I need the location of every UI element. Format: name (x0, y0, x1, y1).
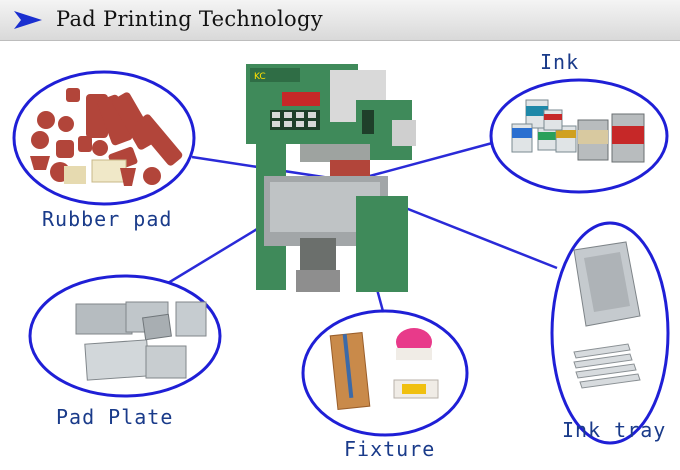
fixture-ellipse (301, 309, 469, 437)
pad-printing-machine: KC (246, 64, 416, 292)
label-ink-tray: Ink tray (562, 418, 667, 442)
svg-text:KC: KC (254, 72, 266, 82)
arrow-right-icon (14, 11, 42, 29)
rubber-pads-illustration (30, 88, 183, 186)
connector-ink (354, 140, 497, 182)
page-title: Pad Printing Technology (56, 7, 323, 31)
ink-cans-illustration (511, 99, 645, 163)
header-bar: Pad Printing Technology (0, 0, 680, 41)
label-rubber-pad: Rubber pad (42, 207, 173, 231)
label-fixture: Fixture (344, 437, 436, 461)
pad-plates-illustration (75, 301, 207, 381)
label-pad-plate: Pad Plate (56, 405, 174, 429)
fixtures-illustration (329, 328, 439, 411)
ink-tray-illustration (573, 241, 641, 389)
label-ink: Ink (540, 50, 580, 74)
